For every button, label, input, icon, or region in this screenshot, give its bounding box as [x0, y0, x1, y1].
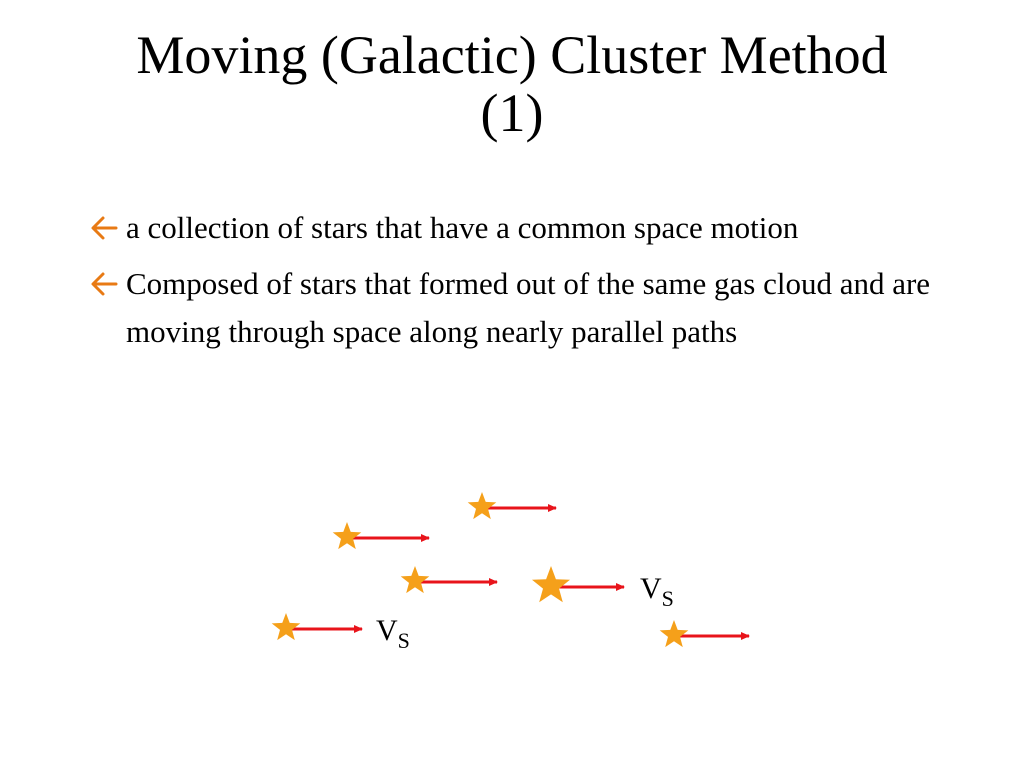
bullet-text: a collection of stars that have a common…: [126, 210, 799, 245]
star-icon: [400, 566, 430, 594]
bullet-text: Composed of stars that formed out of the…: [126, 266, 931, 349]
moving-star-3: [400, 566, 498, 594]
moving-star-4: [532, 566, 625, 603]
velocity-label-1: VS: [640, 572, 674, 611]
star-icon: [271, 613, 301, 641]
title-line-1: Moving (Galactic) Cluster Method: [136, 25, 888, 85]
bullet-item-1: a collection of stars that have a common…: [88, 204, 968, 252]
arrow-left-icon: [91, 272, 118, 296]
bullet-list: a collection of stars that have a common…: [88, 204, 968, 364]
star-icon: [467, 492, 497, 520]
moving-star-5: [271, 613, 363, 641]
moving-star-2: [332, 522, 430, 550]
title-line-2: (1): [480, 83, 544, 143]
arrow-left-icon: [91, 216, 118, 240]
bullet-item-2: Composed of stars that formed out of the…: [88, 260, 968, 356]
slide-title: Moving (Galactic) Cluster Method (1): [40, 26, 984, 142]
stars-layer: [271, 492, 750, 648]
moving-star-6: [659, 620, 750, 648]
star-icon: [532, 566, 570, 603]
moving-star-1: [467, 492, 557, 520]
star-icon: [659, 620, 689, 648]
velocity-label-2: VS: [376, 614, 410, 653]
star-icon: [332, 522, 362, 550]
